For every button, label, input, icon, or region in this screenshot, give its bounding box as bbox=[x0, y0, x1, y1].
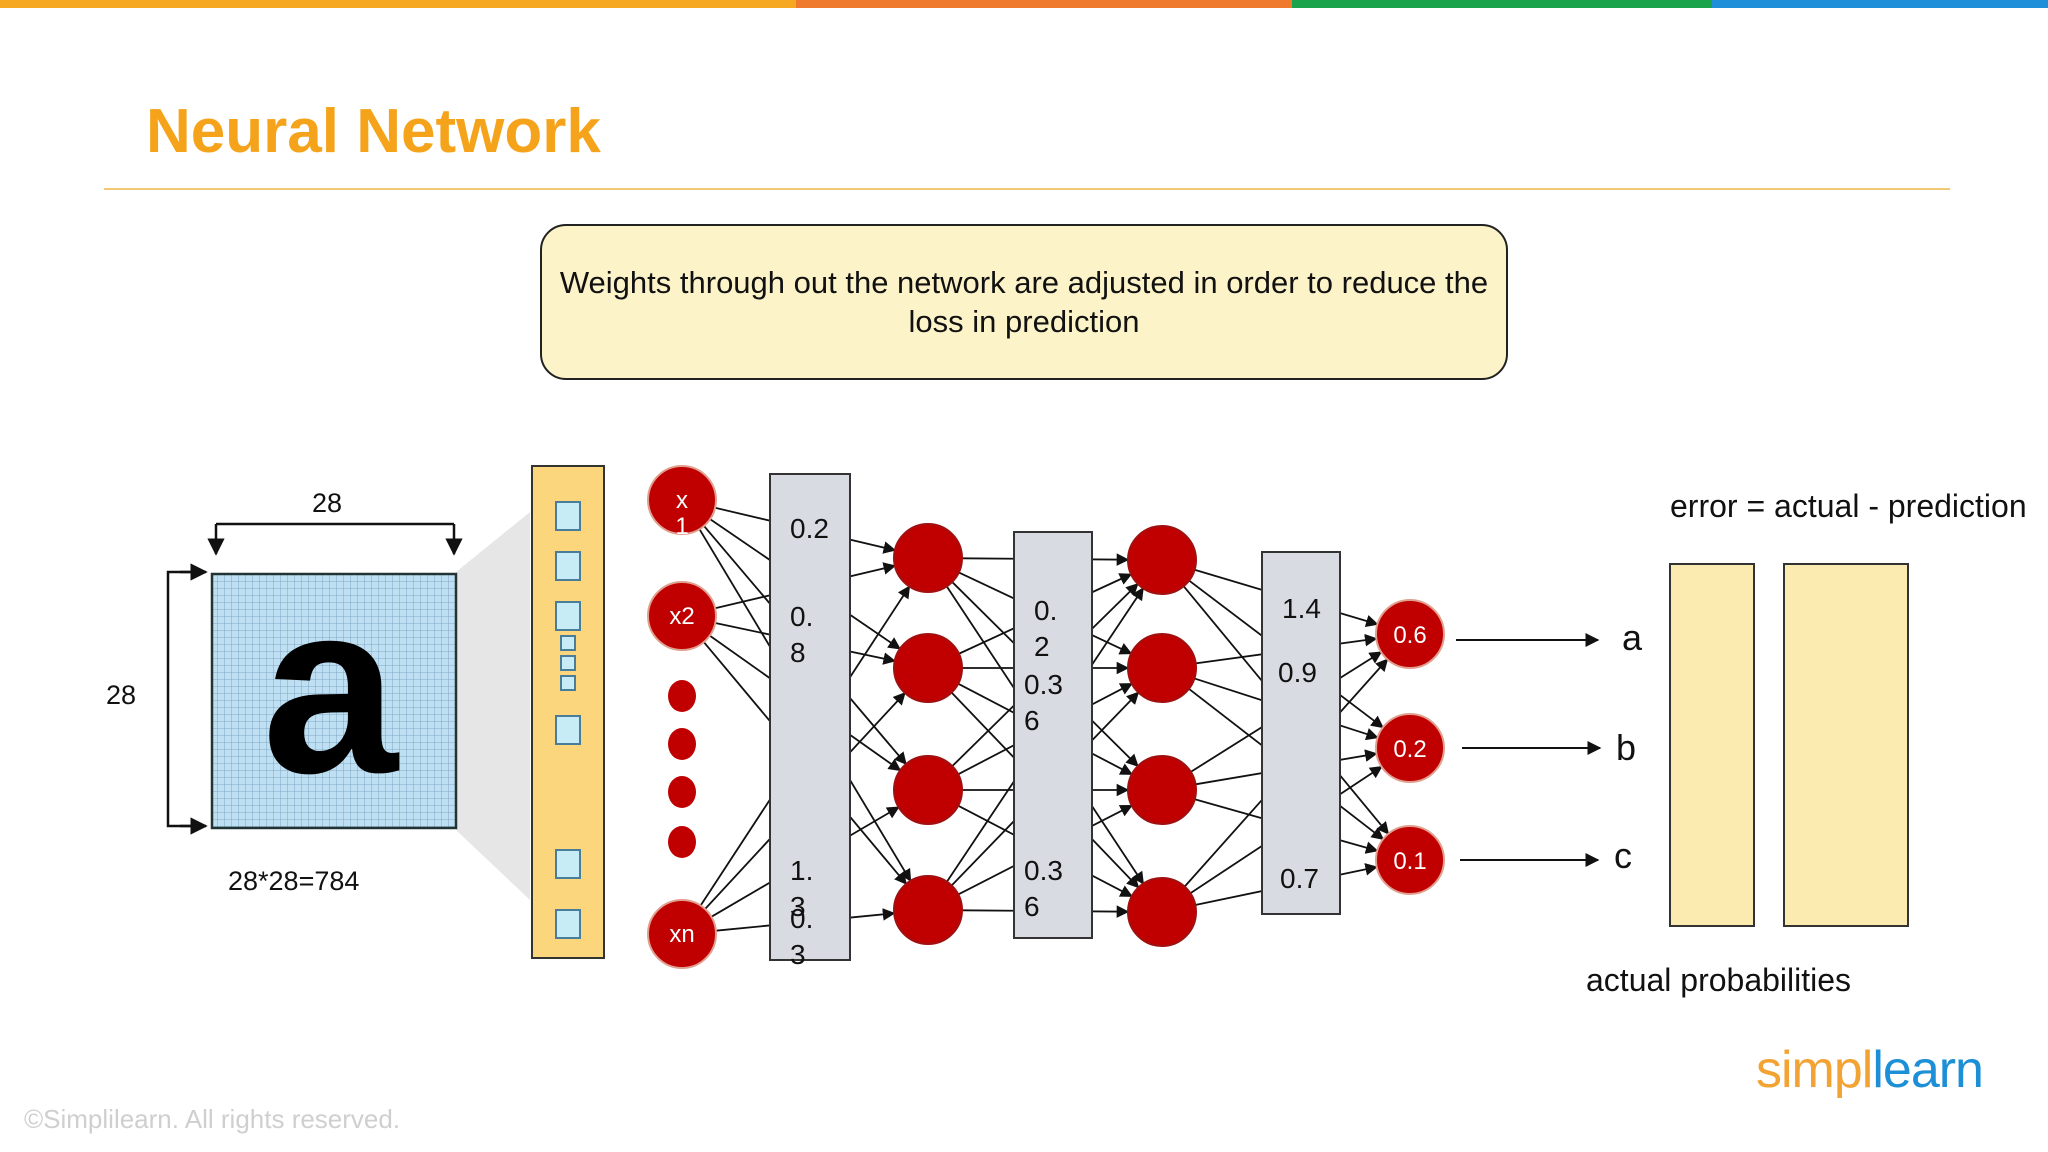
copyright-text: ©Simplilearn. All rights reserved. bbox=[24, 1104, 401, 1134]
pixel-grid bbox=[210, 572, 458, 830]
input-node bbox=[647, 899, 717, 969]
error-panel bbox=[1783, 563, 1909, 927]
top-bar-green bbox=[1292, 0, 1712, 8]
layer2-values-panel bbox=[1013, 531, 1093, 939]
output-node bbox=[1375, 599, 1445, 669]
vector-cell bbox=[555, 601, 581, 631]
layer1-value: 0.2 bbox=[790, 513, 829, 544]
callout-text: Weights through out the network are adju… bbox=[559, 265, 1489, 339]
layer3-values-panel bbox=[1261, 551, 1341, 915]
class-label: a bbox=[1622, 617, 1643, 658]
layer3-value: 0.9 bbox=[1278, 657, 1317, 688]
network-nodes bbox=[647, 465, 1747, 969]
input-node bbox=[647, 465, 717, 535]
grid-letter: a bbox=[262, 551, 400, 824]
layer1-value: 1.3 bbox=[790, 855, 813, 922]
vector-cell bbox=[560, 675, 576, 691]
input-node-label: 1 bbox=[675, 513, 688, 540]
input-node-label: xn bbox=[669, 921, 694, 948]
input-vector-cells bbox=[555, 501, 581, 939]
simplilearn-logo: simpllearn bbox=[1756, 1040, 1984, 1100]
actual-panel bbox=[1669, 563, 1755, 927]
output-node bbox=[1375, 713, 1445, 783]
class-label: b bbox=[1616, 727, 1636, 768]
hidden1-node bbox=[893, 875, 963, 945]
ellipsis-dot bbox=[668, 680, 696, 712]
image-height-label: 28 bbox=[106, 680, 137, 710]
vector-cell bbox=[555, 551, 581, 581]
output-node-label: 0.2 bbox=[1393, 736, 1426, 763]
hidden2-node bbox=[1127, 877, 1197, 947]
hidden2-node bbox=[1127, 525, 1197, 595]
hidden2-node bbox=[1127, 633, 1197, 703]
error-formula: error = actual - prediction bbox=[1670, 488, 2027, 524]
layer2-value: 0.2 bbox=[1034, 595, 1057, 662]
title-divider bbox=[104, 188, 1950, 190]
output-node-label: 0.6 bbox=[1393, 622, 1426, 649]
hidden2-node bbox=[1127, 755, 1197, 825]
class-label: c bbox=[1614, 835, 1632, 876]
input-vector bbox=[531, 465, 605, 959]
slide-title: Neural Network bbox=[146, 97, 601, 166]
image-size-label: 28*28=784 bbox=[228, 866, 360, 896]
logo-right: learn bbox=[1872, 1041, 1984, 1099]
callout-box: Weights through out the network are adju… bbox=[540, 224, 1508, 380]
layer1-value: 0.8 bbox=[790, 601, 813, 668]
flatten-shadow bbox=[456, 512, 530, 900]
layer1-value: 0.3 bbox=[790, 903, 813, 970]
layer1-values-panel bbox=[769, 473, 851, 961]
vector-cell bbox=[555, 849, 581, 879]
hidden1-node bbox=[893, 755, 963, 825]
logo-left: simpl bbox=[1756, 1041, 1873, 1099]
actual-caption: actual probabilities bbox=[1586, 962, 1852, 998]
hidden1-node bbox=[893, 633, 963, 703]
hidden1-node bbox=[893, 523, 963, 593]
ellipsis-dot bbox=[668, 728, 696, 760]
ellipsis-dot bbox=[668, 826, 696, 858]
top-bar-blue bbox=[1712, 0, 2048, 8]
top-bar-orange bbox=[0, 0, 796, 8]
ellipsis-dot bbox=[668, 776, 696, 808]
input-node-label: x bbox=[676, 487, 688, 514]
vector-cell bbox=[555, 715, 581, 745]
output-node-label: 0.1 bbox=[1393, 848, 1426, 875]
vector-cell bbox=[555, 501, 581, 531]
dimension-arrows bbox=[166, 522, 463, 835]
layer3-value: 1.4 bbox=[1282, 593, 1321, 624]
output-node bbox=[1375, 825, 1445, 895]
input-node bbox=[647, 581, 717, 651]
vector-cell bbox=[560, 655, 576, 671]
vector-cell bbox=[560, 635, 576, 651]
vector-cell bbox=[555, 909, 581, 939]
layer3-value: 0.7 bbox=[1280, 863, 1319, 894]
input-node-label: x2 bbox=[669, 603, 694, 630]
image-width-label: 28 bbox=[312, 488, 343, 518]
top-bar-red bbox=[796, 0, 1292, 8]
